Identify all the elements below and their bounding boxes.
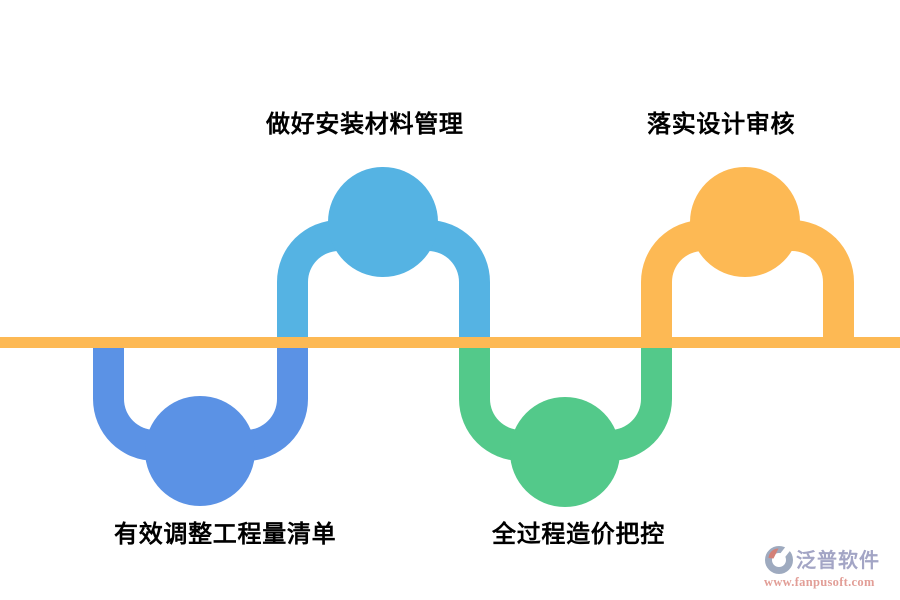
fanpu-logo-icon [765,545,794,574]
watermark-brand: 泛普软件 [796,548,880,572]
watermark: 泛普软件 www.fanpusoft.com [764,545,890,590]
step-label-bottom-left: 有效调整工程量清单 [114,520,337,548]
flow-baseline [0,337,900,348]
watermark-url: www.fanpusoft.com [764,575,875,589]
step-node-top-right [690,167,800,277]
step-label-top-right: 落实设计审核 [647,110,796,138]
step-label-top-left: 做好安装材料管理 [266,110,464,138]
step-label-bottom-center: 全过程造价把控 [492,520,665,548]
step-node-top-left [328,167,438,277]
step-node-bottom-center [510,397,620,507]
step-node-bottom-left [145,396,255,506]
